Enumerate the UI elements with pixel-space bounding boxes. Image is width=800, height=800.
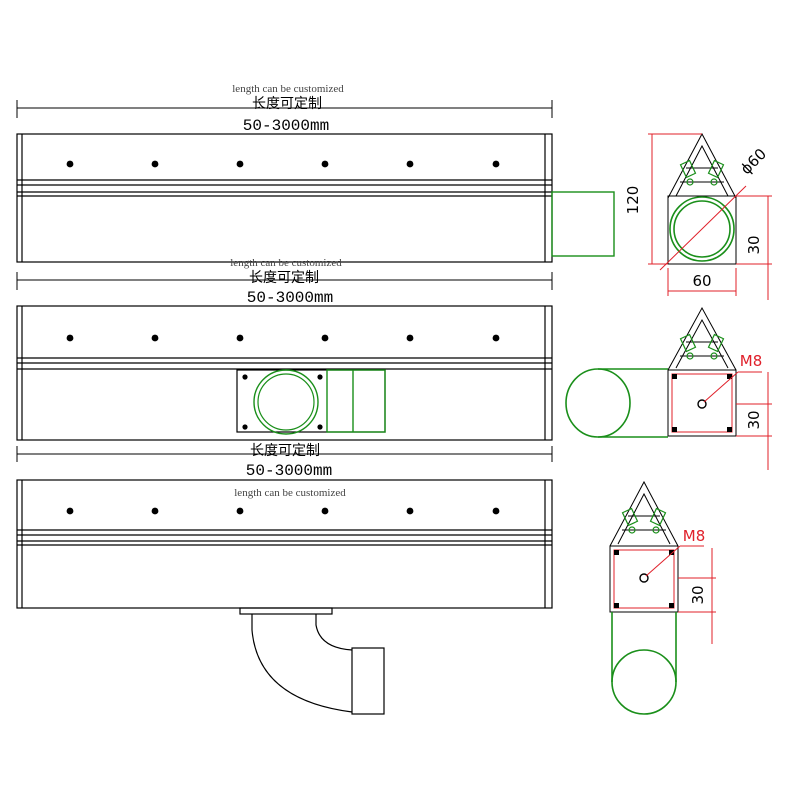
section-bottom-inner-box: [613, 549, 675, 609]
view-3-length-dimension: [16, 446, 553, 462]
view-1-length-label: 50-3000mm: [243, 117, 329, 135]
section-bottom-bolt-hole: [639, 573, 649, 583]
view-3-custom-note: length can be customized: [234, 487, 346, 499]
view-1-custom-note: length can be customized: [232, 83, 344, 95]
section-middle-bracket: [667, 306, 737, 437]
view-2-side-elevation: length can be customized 长度可定制 50-3000mm: [16, 257, 553, 441]
view-1-body: [16, 133, 553, 263]
section-bottom-offset-label: 30: [689, 585, 707, 604]
section-top-clamps: [679, 159, 725, 186]
view-1-length-dimension: [16, 100, 553, 118]
section-top-cross-section: 120 ϕ60 30 60: [624, 132, 772, 300]
section-middle-offset-label: 30: [745, 410, 763, 429]
section-top-offset-label: 30: [745, 235, 763, 254]
section-top-height-label: 120: [624, 186, 642, 215]
section-middle-inner-box: [671, 373, 733, 433]
view-3-side-elevation: 长度可定制 50-3000mm length can be customized: [16, 443, 553, 715]
section-middle-side-pipe-connector: [598, 368, 668, 438]
view-2-length-label: 50-3000mm: [247, 289, 333, 307]
section-middle-side-pipe: [565, 368, 631, 438]
view-1-mounting-holes: [66, 160, 500, 168]
view-1-side-elevation: length can be customized 长度可定制 50-3000mm: [16, 83, 615, 263]
section-bottom-down-pipe: [611, 612, 677, 715]
view-3-mounting-holes: [66, 507, 500, 515]
section-middle-corner-bolts: [672, 374, 732, 432]
section-bottom-corner-bolts: [614, 550, 674, 608]
view-1-side-outlet-pipe: [551, 191, 615, 257]
view-2-mounting-holes: [66, 334, 500, 342]
section-middle-clamps: [679, 333, 725, 360]
view-3-length-label: 50-3000mm: [246, 462, 332, 480]
section-bottom-cross-section: M8 30: [609, 480, 716, 715]
view-3-cn-label: 长度可定制: [250, 443, 320, 459]
section-bottom-thread-label: M8: [683, 527, 706, 545]
section-middle-thread-label: M8: [740, 352, 763, 370]
section-top-width-label: 60: [692, 272, 711, 290]
view-2-cn-label: 长度可定制: [249, 270, 319, 286]
section-top-pipe: [669, 196, 735, 262]
view-3-elbow-outlet: [239, 607, 385, 715]
section-bottom-clamps: [621, 507, 667, 534]
section-top-diameter-label: ϕ60: [737, 145, 770, 178]
section-middle-cross-section: M8 30: [565, 306, 772, 470]
view-1-cn-label: 长度可定制: [252, 96, 322, 112]
view-2-body: [16, 305, 553, 441]
section-bottom-bracket: [609, 480, 679, 613]
section-middle-bolt-hole: [697, 399, 707, 409]
section-top-dimensions: [648, 133, 772, 300]
view-3-body: [16, 479, 553, 609]
section-middle-dimensions: [703, 371, 772, 470]
view-2-outlet-flange: [236, 369, 386, 435]
view-2-length-dimension: [16, 272, 553, 290]
view-2-custom-note: length can be customized: [230, 257, 342, 269]
section-bottom-dimensions: [645, 545, 716, 644]
